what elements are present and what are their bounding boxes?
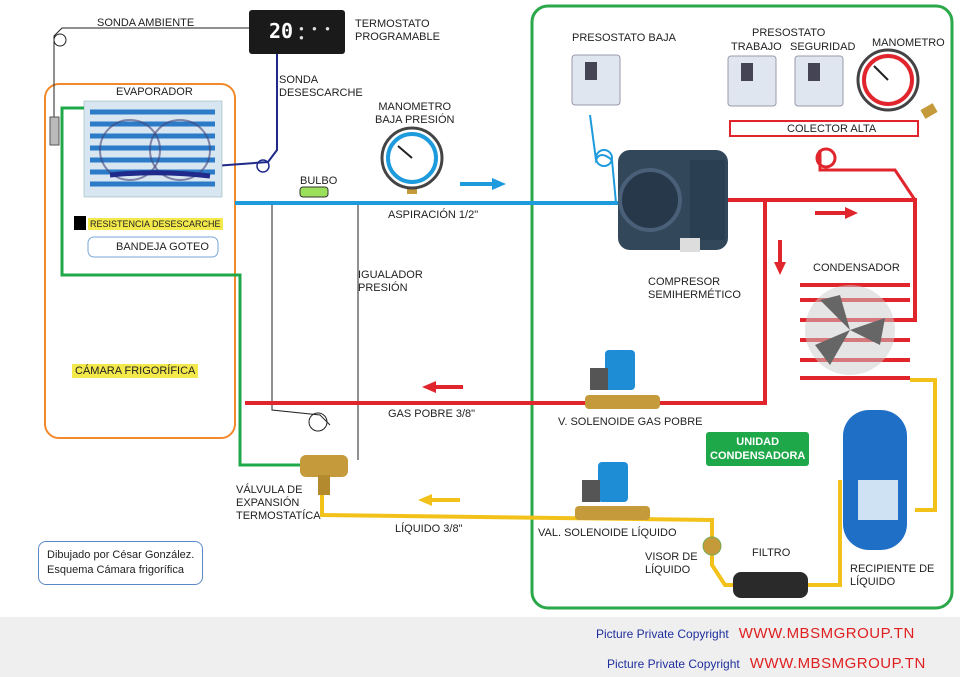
compresor-image [618,150,728,252]
label-manometro: MANOMETRO [872,37,945,49]
bandeja-goteo [87,236,219,258]
sonda-ambiente-coil [53,33,67,47]
label-manometro-baja: MANOMETRO BAJA PRESIÓN [375,101,455,126]
igualador-coil [308,412,328,432]
label-termostato: TERMOSTATO PROGRAMABLE [355,18,440,43]
gas-pobre-line [245,198,767,405]
label-colector-alta: COLECTOR ALTA [787,123,877,135]
colector-alta-box [729,120,919,137]
sonda-ambiente-sensor [49,116,60,146]
evaporador-coil [83,100,223,198]
unidad-condensadora-box [530,4,954,610]
label-unidad-condensadora: UNIDAD CONDENSADORA [706,432,810,466]
label-presostato-baja: PRESOSTATO BAJA [572,32,676,44]
termostato-device: 20 ● ● ● ● [249,10,345,54]
copyright-url-2[interactable]: WWW.MBSMGROUP.TN [749,655,926,672]
val-solenoide-liq-image [575,462,650,520]
label-presostato: PRESOSTATO [752,27,826,39]
sonda-desescarche-coil [256,159,270,173]
manometro-alta-gauge [856,48,938,119]
label-valvula-expansion: VÁLVULA DE EXPANSIÓN TERMOSTATÍCA [236,484,321,522]
copyright-line-2: Picture Private Copyright WWW.MBSMGROUP.… [607,655,926,672]
colector-line [818,150,917,201]
filtro-image [733,572,808,598]
copyright-text-2: Picture Private Copyright [607,657,740,671]
copyright-text-1: Picture Private Copyright [596,627,729,641]
label-igualador: IGUALADOR PRESIÓN [358,269,423,294]
label-trabajo: TRABAJO [731,41,782,53]
condensador-fan [805,285,895,375]
visor-liquido-image [702,536,722,556]
v-solenoide-gas-image [585,350,660,409]
liquido-line [320,378,937,587]
copyright-line-1: Picture Private Copyright WWW.MBSMGROUP.… [596,625,915,642]
label-filtro: FILTRO [752,547,791,559]
label-sonda-desescarche: SONDA DESESCARCHE [279,74,363,99]
label-val-solenoide-liq: VAL. SOLENOIDE LÍQUIDO [538,527,677,539]
presostato-baja-image [571,54,621,106]
sonda-ambiente-wire [53,27,249,118]
label-visor: VISOR DE LÍQUIDO [645,551,698,576]
igualador-wire [271,205,359,460]
author-note: Dibujado por César González. Esquema Cám… [38,541,204,585]
label-evaporador: EVAPORADOR [116,86,193,98]
label-v-solenoide-gas: V. SOLENOIDE GAS POBRE [558,416,703,428]
label-seguridad: SEGURIDAD [790,41,856,53]
equalizer-line [60,106,300,467]
copyright-url-1[interactable]: WWW.MBSMGROUP.TN [738,625,915,642]
label-bulbo: BULBO [300,175,338,187]
resistencia-block [74,216,86,230]
label-sonda-ambiente: SONDA AMBIENTE [97,17,195,29]
valvula-expansion-image [300,455,348,495]
bulbo [299,186,329,198]
presostato-seguridad-image [794,55,844,107]
presostato-trabajo-image [727,55,777,107]
manometro-baja-gauge [380,126,444,194]
footer-bar: Picture Private Copyright WWW.MBSMGROUP.… [0,617,960,677]
label-liquido: LÍQUIDO 3/8" [395,523,463,535]
label-gas-pobre: GAS POBRE 3/8" [388,408,476,420]
label-resistencia: RESISTENCIA DESESCARCHE [88,218,223,230]
label-aspiracion: ASPIRACIÓN 1/2" [388,209,479,221]
label-compresor: COMPRESOR SEMIHERMÉTICO [648,276,741,301]
recipiente-liquido-image [843,410,907,550]
label-camara: CÁMARA FRIGORÍFICA [72,364,199,378]
termostato-buttons: ● ● ● ● [299,24,333,42]
termostato-display: 20 [269,19,294,43]
label-condensador: CONDENSADOR [813,262,900,274]
camara-frigorifica-box [44,83,236,439]
label-bandeja: BANDEJA GOTEO [116,241,209,253]
label-recipiente: RECIPIENTE DE LÍQUIDO [850,563,935,588]
